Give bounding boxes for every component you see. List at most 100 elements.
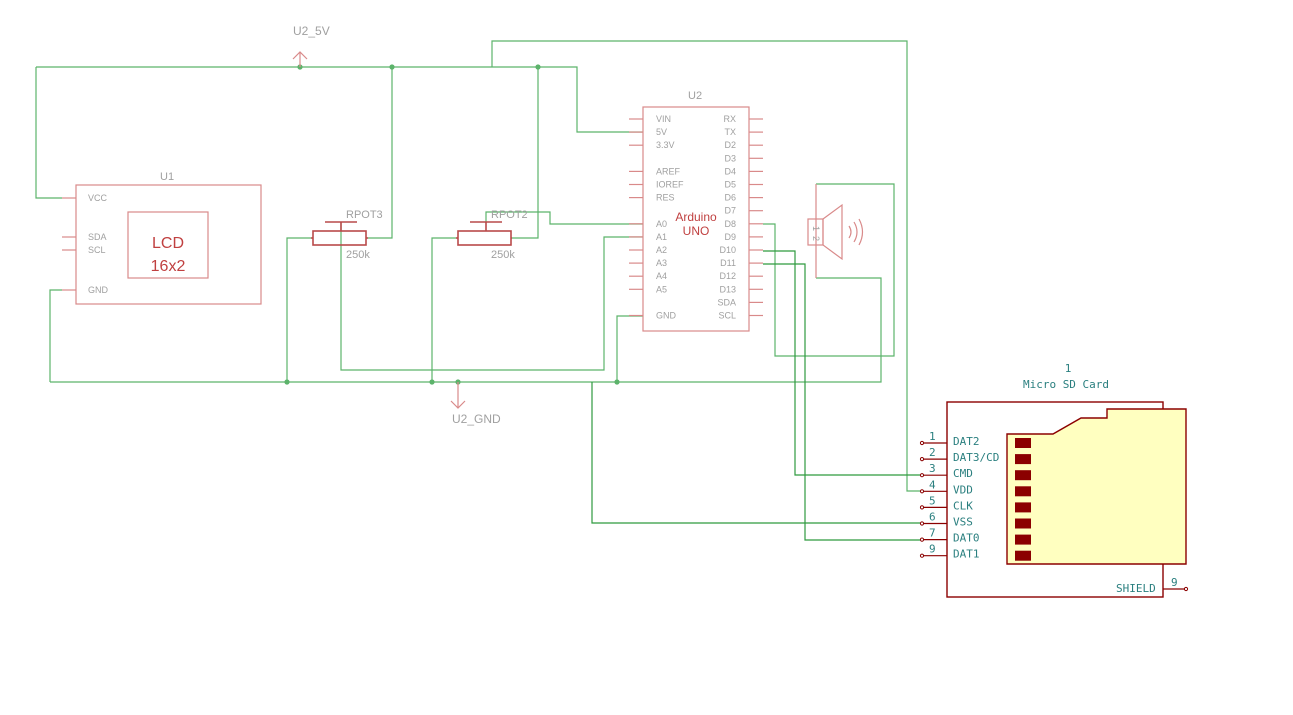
gnd-power-symbol[interactable]: U2_GND [450,382,501,426]
lcd-pin-gnd: GND [88,285,109,295]
sdcard-pin-dat1: DAT1 [953,548,980,561]
vcc-power-symbol[interactable]: U2_5V [292,24,330,67]
arduino-pin-sda: SDA [717,297,736,307]
sdcard-pin-end [919,473,925,478]
arduino-pin-res: RES [656,193,675,203]
arduino-pin-d6: D6 [724,193,736,203]
potentiometer-rpot3[interactable]: RPOT3 250k [311,209,383,261]
wire-pot3-wiper-a1 [340,222,643,371]
sdcard-pin-dat2: DAT2 [953,435,980,448]
sdcard-pin-end [919,553,925,558]
sdcard-pin-vss: VSS [953,516,973,529]
arduino-pin-d8: D8 [724,219,736,229]
sdcard-pin-num: 1 [929,430,936,443]
pot3-ref: RPOT3 [346,209,383,221]
sdcard-pin-num: 9 [929,543,936,556]
sdcard-pin-end [919,537,925,542]
arduino-pin-aref: AREF [656,166,681,176]
sdcard-outline [1006,408,1187,565]
arduino-pin-a1: A1 [656,232,667,242]
sdcard-pin-end [919,521,925,526]
junction-5v-c [535,64,541,70]
junction-5v-b [389,64,395,70]
lcd-pin-sda: SDA [88,232,107,242]
junction-gnd-b [429,379,435,385]
wire-gnd-pot2 [431,237,456,382]
sdcard-contact-pad [1015,470,1031,481]
gnd-label: U2_GND [452,412,501,426]
speaker-component[interactable]: 1 2 [807,184,864,278]
arduino-pin-5v: 5V [656,127,667,137]
speaker-pin1: 1 [811,226,821,231]
wire-gnd-pot3 [286,237,311,382]
lcd-pin-vcc: VCC [88,193,108,203]
arduino-pin-tx: TX [724,127,736,137]
sdcard-pin-dat3cd: DAT3/CD [953,451,999,464]
lcd-pin-scl: SCL [88,245,106,255]
lcd-line1: LCD [152,235,184,252]
wire-gnd-rail [50,277,882,383]
wires [35,40,920,541]
arduino-pin-a0: A0 [656,219,667,229]
arduino-pin-d4: D4 [724,166,736,176]
sdcard-contact-pad [1015,486,1031,497]
sound-wave-icon [848,225,852,239]
arduino-pin-d5: D5 [724,180,736,190]
sdcard-pin-num: 2 [929,446,936,459]
wire-5v-pot3 [368,67,393,239]
sdcard-pin-end [919,505,925,510]
arduino-pin-d7: D7 [724,206,736,216]
sdcard-contact-pad [1015,438,1031,448]
sdcard-pin-num: 3 [929,462,936,475]
lcd-component[interactable]: U1 LCD 16x2 VCC SDA SCL GND [62,171,262,305]
wire-d11-sd-dat0 [763,263,920,541]
arduino-pin-a5: A5 [656,284,667,294]
wire-gnd-sd-vss [591,382,920,524]
sdcard-pin-cmd: CMD [953,467,973,480]
sdcard-name: Micro SD Card [1023,378,1109,391]
pot2-ref: RPOT2 [491,209,528,221]
wire-gnd-arduino [616,315,643,382]
junctions [284,64,620,385]
arduino-pin-vin: VIN [656,114,671,124]
arduino-pin-d3: D3 [724,153,736,163]
arduino-pin-a3: A3 [656,258,667,268]
sdcard-contact-pad [1015,518,1031,529]
arduino-pin-33v: 3.3V [656,140,675,150]
pot2-value: 250k [491,249,515,261]
sdcard-pin-end [919,489,925,494]
pot3-value: 250k [346,249,370,261]
arduino-pin-d2: D2 [724,140,736,150]
arduino-pin-a2: A2 [656,245,667,255]
sdcard-shield-pin: 9 [1171,576,1178,589]
arduino-pin-scl: SCL [718,311,736,321]
arduino-ref: U2 [688,90,702,102]
wire-5v-lcd-vcc [35,67,62,199]
arduino-name-line1: Arduino [675,210,717,224]
arduino-component[interactable]: U2 Arduino UNO VIN5V3.3VAREFIOREFRESA0A1… [629,90,763,332]
sdcard-shield-label: SHIELD [1116,582,1156,595]
junction-gnd-d [614,379,620,385]
vcc-label: U2_5V [293,24,330,38]
sdcard-pin-clk: CLK [953,499,973,512]
arduino-pin-d11: D11 [720,258,736,268]
sdcard-ref: 1 [1065,362,1072,375]
arduino-pin-gnd: GND [656,311,677,321]
arduino-pin-a4: A4 [656,271,667,281]
lcd-line2: 16x2 [151,258,186,275]
lcd-ref: U1 [160,171,174,183]
potentiometer-rpot2[interactable]: RPOT2 250k [456,209,528,261]
wire-5v-sd-vdd [491,40,920,492]
wire-d8-speaker [763,183,895,357]
wire-gnd-lcd [49,289,62,382]
sdcard-pin-num: 4 [929,478,936,491]
sdcard-pin-vdd: VDD [953,483,973,496]
wire-5v-rail [36,66,643,133]
arduino-pin-ioref: IOREF [656,180,684,190]
sdcard-pin-num: 7 [929,527,936,540]
